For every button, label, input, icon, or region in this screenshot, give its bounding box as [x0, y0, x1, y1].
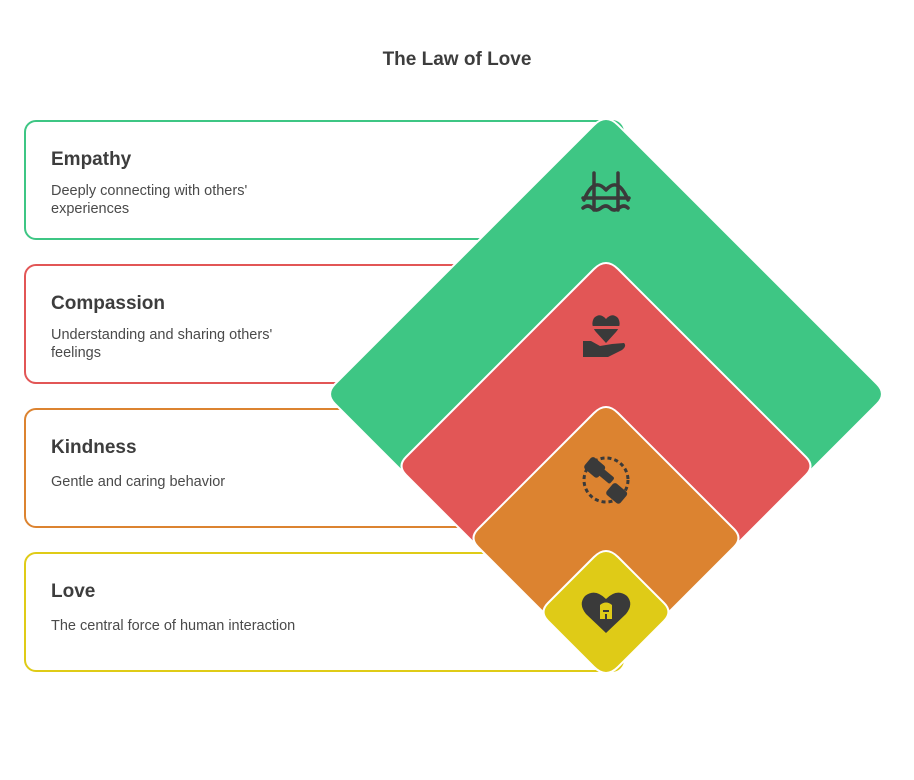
card-description: Deeply connecting with others' experienc…: [51, 183, 248, 217]
card-heading: Love: [51, 581, 96, 602]
heart-building-icon: [581, 592, 631, 633]
card-heading: Kindness: [51, 437, 137, 458]
handshake-icon: [582, 456, 630, 504]
card-heading: Compassion: [51, 293, 166, 314]
heart-hand-icon: [583, 315, 626, 357]
card-description: Gentle and caring behavior: [51, 474, 226, 490]
card-description: The central force of human interaction: [51, 618, 296, 634]
card-heading: Empathy: [51, 149, 132, 170]
bridge-icon: [581, 171, 631, 212]
card-description: Understanding and sharing others' feelin…: [51, 327, 273, 361]
diagram-title: The Law of Love: [382, 49, 532, 70]
